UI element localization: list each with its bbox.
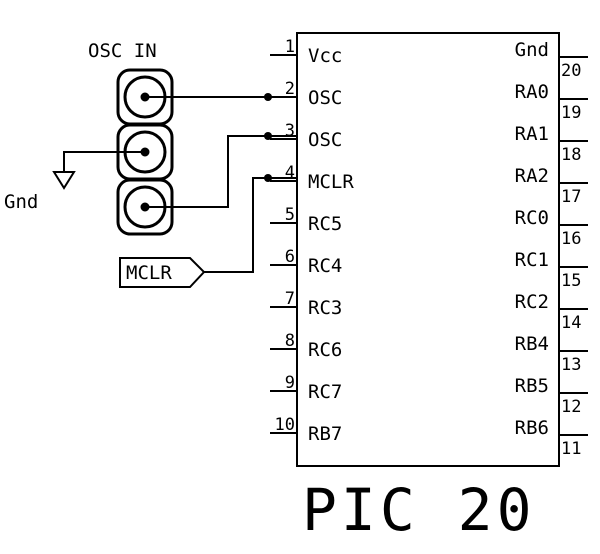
pin-name: RC1 <box>515 249 549 271</box>
right-pin: 15 RC1 <box>515 249 588 291</box>
pin-number: 13 <box>561 355 581 375</box>
pin-name: RC7 <box>308 381 342 403</box>
pin-number: 18 <box>561 145 581 165</box>
pin-number: 20 <box>561 61 581 81</box>
osc-in-label: OSC IN <box>88 40 157 62</box>
pin-name: RB6 <box>515 417 549 439</box>
pin-name: RB5 <box>515 375 549 397</box>
pin-number: 1 <box>285 37 295 57</box>
pin-number: 6 <box>285 247 295 267</box>
pin-name: RC5 <box>308 213 342 235</box>
pin-number: 16 <box>561 229 581 249</box>
pin-number: 4 <box>285 163 295 183</box>
left-pin: 10 RB7 <box>270 415 342 445</box>
pin-number: 3 <box>285 121 295 141</box>
right-pin: 16 RC0 <box>515 207 588 249</box>
pin-name: RB7 <box>308 423 342 445</box>
left-pin: 2 OSC <box>270 79 342 109</box>
right-pin: 14 RC2 <box>515 291 588 333</box>
pin-number: 11 <box>561 439 581 459</box>
pin-name: RA0 <box>515 81 549 103</box>
pin-name: Gnd <box>515 39 549 61</box>
pin-name: OSC <box>308 129 342 151</box>
pin-number: 5 <box>285 205 295 225</box>
left-pin: 3 OSC <box>270 121 342 151</box>
right-pin: 19 RA0 <box>515 81 588 123</box>
pin-name: RB4 <box>515 333 549 355</box>
right-pin: 17 RA2 <box>515 165 588 207</box>
pin-name: MCLR <box>308 171 354 193</box>
pin-number: 15 <box>561 271 581 291</box>
left-pin: 1 Vcc <box>270 37 342 67</box>
pin-name: RC4 <box>308 255 342 277</box>
right-pin: 18 RA1 <box>515 123 588 165</box>
pin-number: 17 <box>561 187 581 207</box>
right-pin: 13 RB4 <box>515 333 588 375</box>
pin-name: RA1 <box>515 123 549 145</box>
pin-name: RC0 <box>515 207 549 229</box>
pin-number: 12 <box>561 397 581 417</box>
mclr-tag-shape <box>119 257 206 288</box>
chip-body <box>296 32 560 467</box>
pin-name: RC3 <box>308 297 342 319</box>
left-pin: 4 MCLR <box>270 163 354 193</box>
left-pin: 8 RC6 <box>270 331 342 361</box>
right-pins: 20 Gnd 19 RA0 18 RA1 17 RA2 16 RC0 15 RC1 14 RC2 13 RB4… <box>515 39 588 459</box>
left-pin: 7 RC3 <box>270 289 342 319</box>
pin-number: 2 <box>285 79 295 99</box>
right-pin: 11 RB6 <box>515 417 588 459</box>
pin-name: RC6 <box>308 339 342 361</box>
pin-number: 10 <box>275 415 295 435</box>
pin-number: 19 <box>561 103 581 123</box>
pin-number: 9 <box>285 373 295 393</box>
pin-name: RA2 <box>515 165 549 187</box>
ground-label: Gnd <box>4 191 38 213</box>
pin-number: 7 <box>285 289 295 309</box>
ground-symbol <box>52 151 145 190</box>
right-pin: 12 RB5 <box>515 375 588 417</box>
pin-number: 8 <box>285 331 295 351</box>
wire-mclr <box>200 177 297 273</box>
wire-osc2 <box>145 135 297 208</box>
left-pin: 9 RC7 <box>270 373 342 403</box>
mclr-tag-label: MCLR <box>126 262 172 284</box>
pin-number: 14 <box>561 313 581 333</box>
left-pin: 6 RC4 <box>270 247 342 277</box>
junction-dot-osc1 <box>264 93 272 101</box>
pin-name: RC2 <box>515 291 549 313</box>
left-pin: 5 RC5 <box>270 205 342 235</box>
pin-name: OSC <box>308 87 342 109</box>
chip-title: PIC 20 <box>302 476 536 544</box>
osc-connector-stack <box>116 68 174 236</box>
pin-name: Vcc <box>308 45 342 67</box>
right-pin: 20 Gnd <box>515 39 588 81</box>
